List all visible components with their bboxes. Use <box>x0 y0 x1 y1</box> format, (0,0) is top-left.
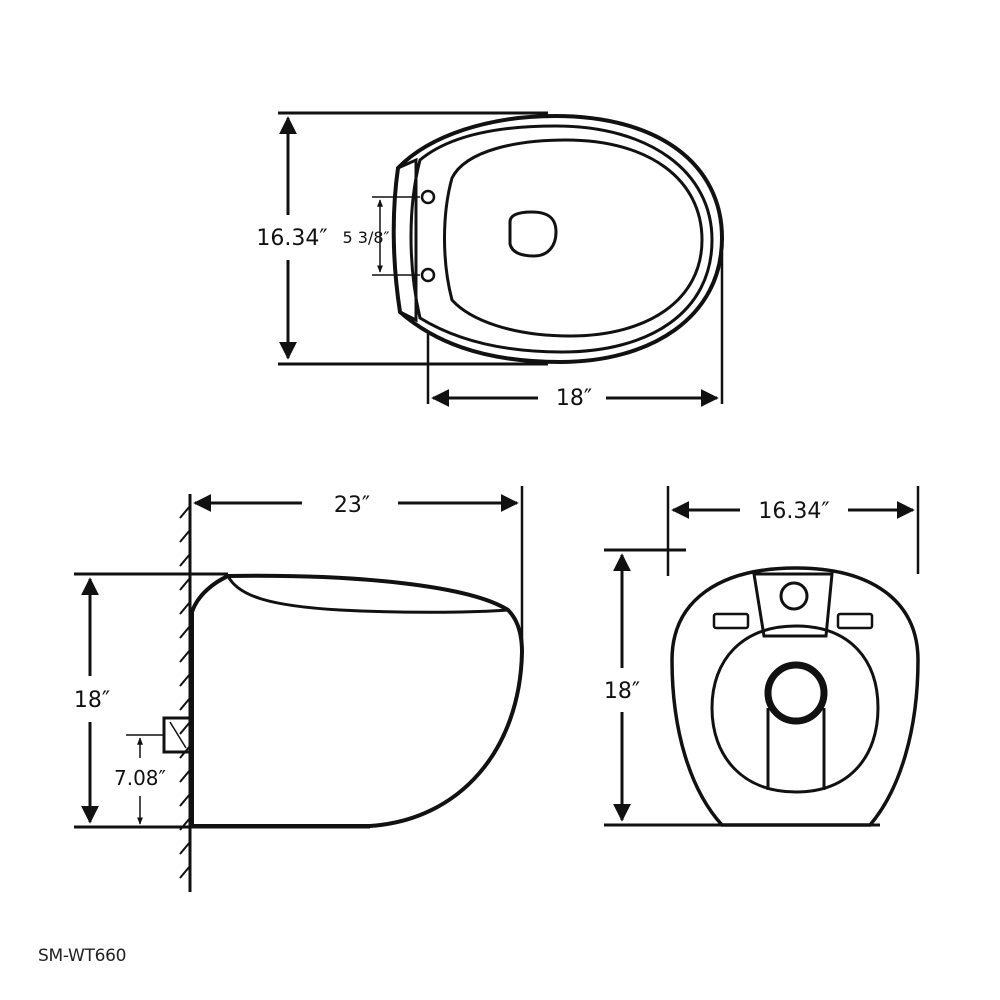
mount-slot-left-icon <box>712 612 750 630</box>
top-view-seat-outer <box>391 113 725 365</box>
front-view-mount-plate <box>752 572 834 638</box>
front-view-trap-ring <box>764 661 828 725</box>
outlet-pipe-inner <box>169 721 187 749</box>
side-view-seat <box>226 575 509 614</box>
wall-hatching <box>179 505 191 879</box>
top-view-hinge-block <box>397 157 418 323</box>
mount-slot-right-icon <box>836 612 874 630</box>
front-view-height-label: 18″ <box>604 679 640 704</box>
front-view-bowl-inner <box>710 624 880 794</box>
side-view-height-label: 18″ <box>74 688 110 713</box>
seat-bolt-hole-upper-icon <box>420 189 436 205</box>
model-code: SM-WT660 <box>38 946 127 966</box>
front-view-trap-pipe <box>766 708 826 790</box>
side-view <box>74 486 525 892</box>
top-view-seat-inner <box>409 124 714 354</box>
top-view <box>278 111 725 407</box>
top-view-depth-label: 16.34″ <box>256 226 327 251</box>
front-view-width-label: 16.34″ <box>758 499 829 524</box>
side-view-bowl-body <box>190 573 525 828</box>
flush-hole-icon <box>779 581 809 611</box>
outlet-height-label: 7.08″ <box>114 766 166 790</box>
front-view-body-outer <box>670 566 920 827</box>
side-view-length-label: 23″ <box>334 493 370 518</box>
bolt-spacing-label: 5 3/8″ <box>343 228 390 247</box>
top-view-bowl-opening <box>443 138 704 338</box>
top-view-width-label: 18″ <box>556 386 592 411</box>
drain-opening-icon <box>508 210 558 258</box>
seat-bolt-hole-lower-icon <box>420 267 436 283</box>
front-view <box>604 486 920 827</box>
